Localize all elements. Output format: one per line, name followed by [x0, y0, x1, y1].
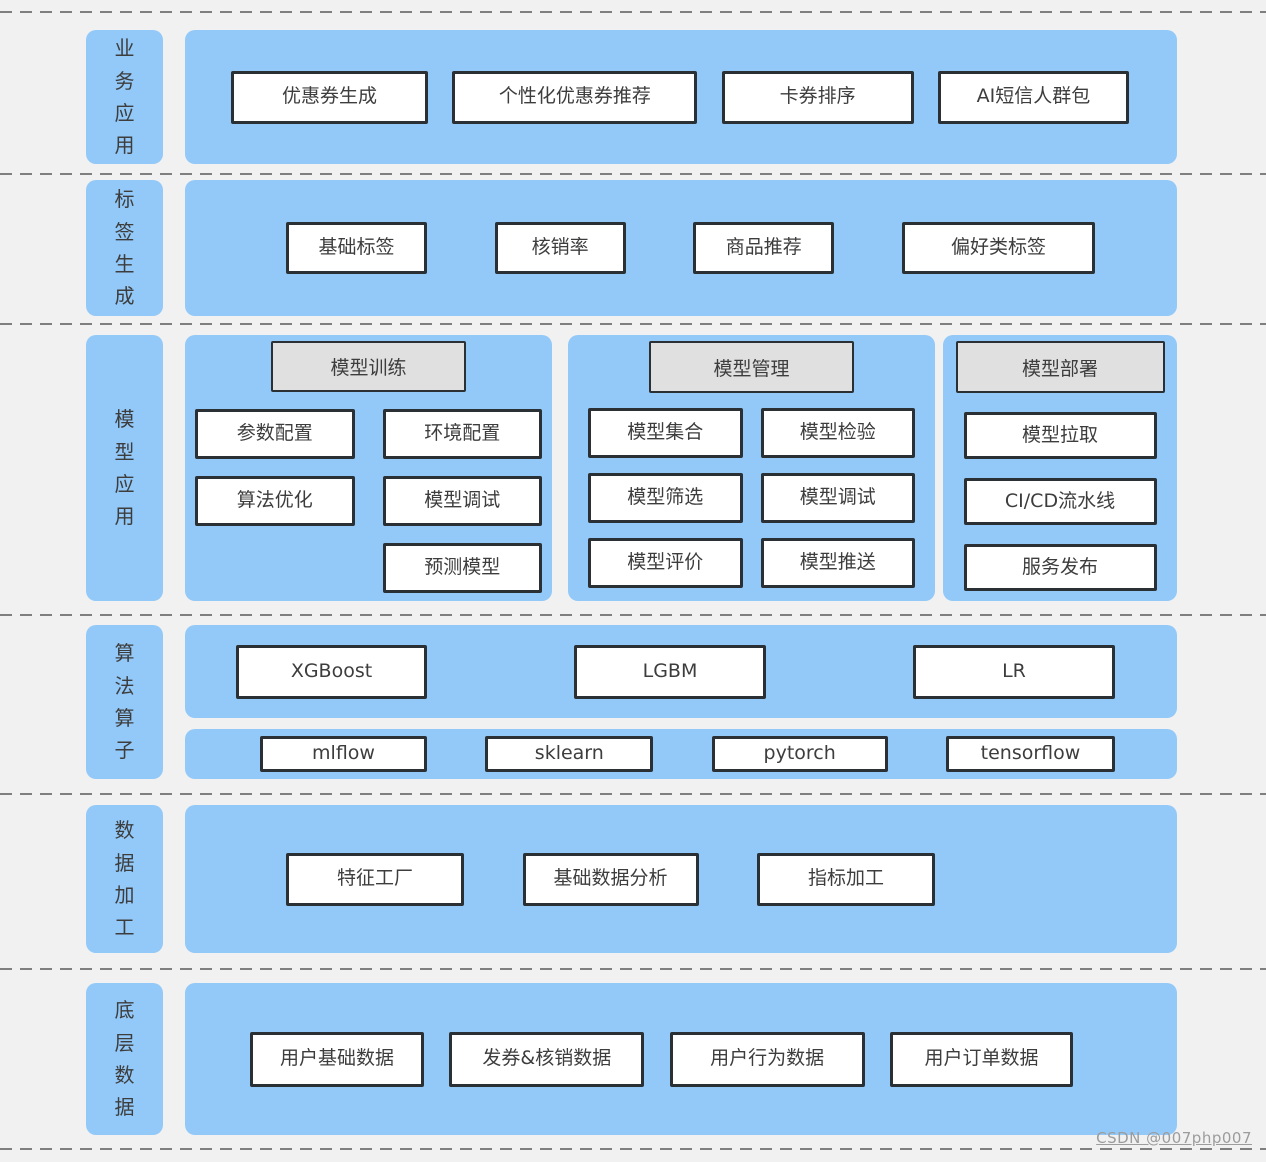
- layer-algo-label: 算法算子: [86, 625, 163, 779]
- divider-line: [0, 173, 1266, 175]
- node-parameter-config: 参数配置: [195, 409, 355, 459]
- node-algorithm-optimization: 算法优化: [195, 476, 355, 526]
- layer-business-application: 业务应用 优惠券生成 个性化优惠券推荐 卡券排序 AI短信人群包: [86, 30, 1177, 164]
- subpanel-model-management: 模型管理 模型集合 模型检验 模型筛选 模型调试 模型评价 模型推送: [568, 335, 935, 601]
- node-preference-tags: 偏好类标签: [901, 222, 1095, 274]
- empty-cell: [195, 543, 355, 593]
- node-card-coupon-ranking: 卡券排序: [721, 70, 914, 124]
- node-personalized-coupon-recommendation: 个性化优惠券推荐: [452, 70, 698, 124]
- node-basic-data-analysis: 基础数据分析: [522, 852, 699, 906]
- node-product-recommendation: 商品推荐: [693, 222, 835, 274]
- divider-line: [0, 11, 1266, 13]
- layer-tags-label-text: 标签生成: [114, 187, 135, 309]
- node-ai-sms-audience-pack: AI短信人群包: [937, 70, 1129, 124]
- header-model-management: 模型管理: [649, 341, 854, 393]
- node-feature-factory: 特征工厂: [286, 852, 464, 906]
- node-model-collection: 模型集合: [588, 408, 743, 458]
- node-xgboost: XGBoost: [236, 644, 427, 699]
- divider-line: [0, 614, 1266, 616]
- subpanel-model-training: 模型训练 参数配置 环境配置 算法优化 模型调试 预测模型: [185, 335, 552, 601]
- layer-rawdata-label: 底层数据: [86, 983, 163, 1135]
- node-user-behavior-data: 用户行为数据: [669, 1031, 865, 1087]
- layer-business-panel: 优惠券生成 个性化优惠券推荐 卡券排序 AI短信人群包: [185, 30, 1177, 164]
- layer-algo-label-text: 算法算子: [114, 641, 135, 763]
- layer-rawdata-label-text: 底层数据: [114, 998, 135, 1120]
- divider-line: [0, 1148, 1266, 1150]
- node-environment-config: 环境配置: [382, 409, 542, 459]
- layer-algorithm-operators: 算法算子 XGBoost LGBM LR mlflow sklearn pyto…: [86, 625, 1177, 779]
- divider-line: [0, 793, 1266, 795]
- node-basic-tags: 基础标签: [286, 222, 427, 274]
- node-user-basic-data: 用户基础数据: [250, 1031, 424, 1087]
- node-user-order-data: 用户订单数据: [889, 1031, 1073, 1087]
- node-model-push: 模型推送: [760, 538, 915, 588]
- node-service-release: 服务发布: [963, 544, 1157, 591]
- node-model-screening: 模型筛选: [588, 473, 743, 523]
- divider-line: [0, 968, 1266, 970]
- node-model-debugging: 模型调试: [382, 476, 542, 526]
- node-mlflow: mlflow: [260, 736, 427, 772]
- node-coupon-generation: 优惠券生成: [231, 70, 428, 124]
- node-prediction-model: 预测模型: [382, 543, 542, 593]
- divider-line: [0, 323, 1266, 325]
- node-model-debugging-2: 模型调试: [760, 473, 915, 523]
- node-model-evaluation: 模型评价: [588, 538, 743, 588]
- layer-dataproc-panel: 特征工厂 基础数据分析 指标加工: [185, 805, 1177, 953]
- layer-rawdata-panel: 用户基础数据 发券&核销数据 用户行为数据 用户订单数据: [185, 983, 1177, 1135]
- algo-frameworks-bar: mlflow sklearn pytorch tensorflow: [185, 729, 1177, 779]
- node-cicd-pipeline: CI/CD流水线: [963, 478, 1157, 525]
- node-pytorch: pytorch: [711, 736, 888, 772]
- node-model-inspection: 模型检验: [760, 408, 915, 458]
- layer-model-application: 模型应用 模型训练 参数配置 环境配置 算法优化 模型调试 预测模型 模型管理 …: [86, 335, 1177, 601]
- header-model-deployment: 模型部署: [955, 341, 1165, 393]
- layer-tags-panel: 基础标签 核销率 商品推荐 偏好类标签: [185, 180, 1177, 316]
- node-metric-processing: 指标加工: [757, 852, 935, 906]
- node-tensorflow: tensorflow: [945, 736, 1115, 772]
- layer-dataproc-label-text: 数据加工: [114, 818, 135, 940]
- layer-tag-generation: 标签生成 基础标签 核销率 商品推荐 偏好类标签: [86, 180, 1177, 316]
- csdn-watermark: CSDN @007php007: [1096, 1129, 1252, 1147]
- node-model-pull: 模型拉取: [963, 412, 1157, 459]
- layer-business-label: 业务应用: [86, 30, 163, 164]
- node-redemption-rate: 核销率: [494, 222, 626, 274]
- node-coupon-issue-redemption-data: 发券&核销数据: [449, 1031, 645, 1087]
- layer-business-label-text: 业务应用: [114, 36, 135, 158]
- node-lgbm: LGBM: [574, 644, 766, 699]
- node-lr: LR: [913, 644, 1115, 699]
- layer-model-label-text: 模型应用: [114, 407, 135, 529]
- header-model-training: 模型训练: [271, 341, 466, 392]
- layer-tags-label: 标签生成: [86, 180, 163, 316]
- layer-underlying-data: 底层数据 用户基础数据 发券&核销数据 用户行为数据 用户订单数据: [86, 983, 1177, 1135]
- layer-dataproc-label: 数据加工: [86, 805, 163, 953]
- algo-models-bar: XGBoost LGBM LR: [185, 625, 1177, 718]
- subpanel-model-deployment: 模型部署 模型拉取 CI/CD流水线 服务发布: [943, 335, 1177, 601]
- layer-model-label: 模型应用: [86, 335, 163, 601]
- layer-data-processing: 数据加工 特征工厂 基础数据分析 指标加工: [86, 805, 1177, 953]
- node-sklearn: sklearn: [485, 736, 654, 772]
